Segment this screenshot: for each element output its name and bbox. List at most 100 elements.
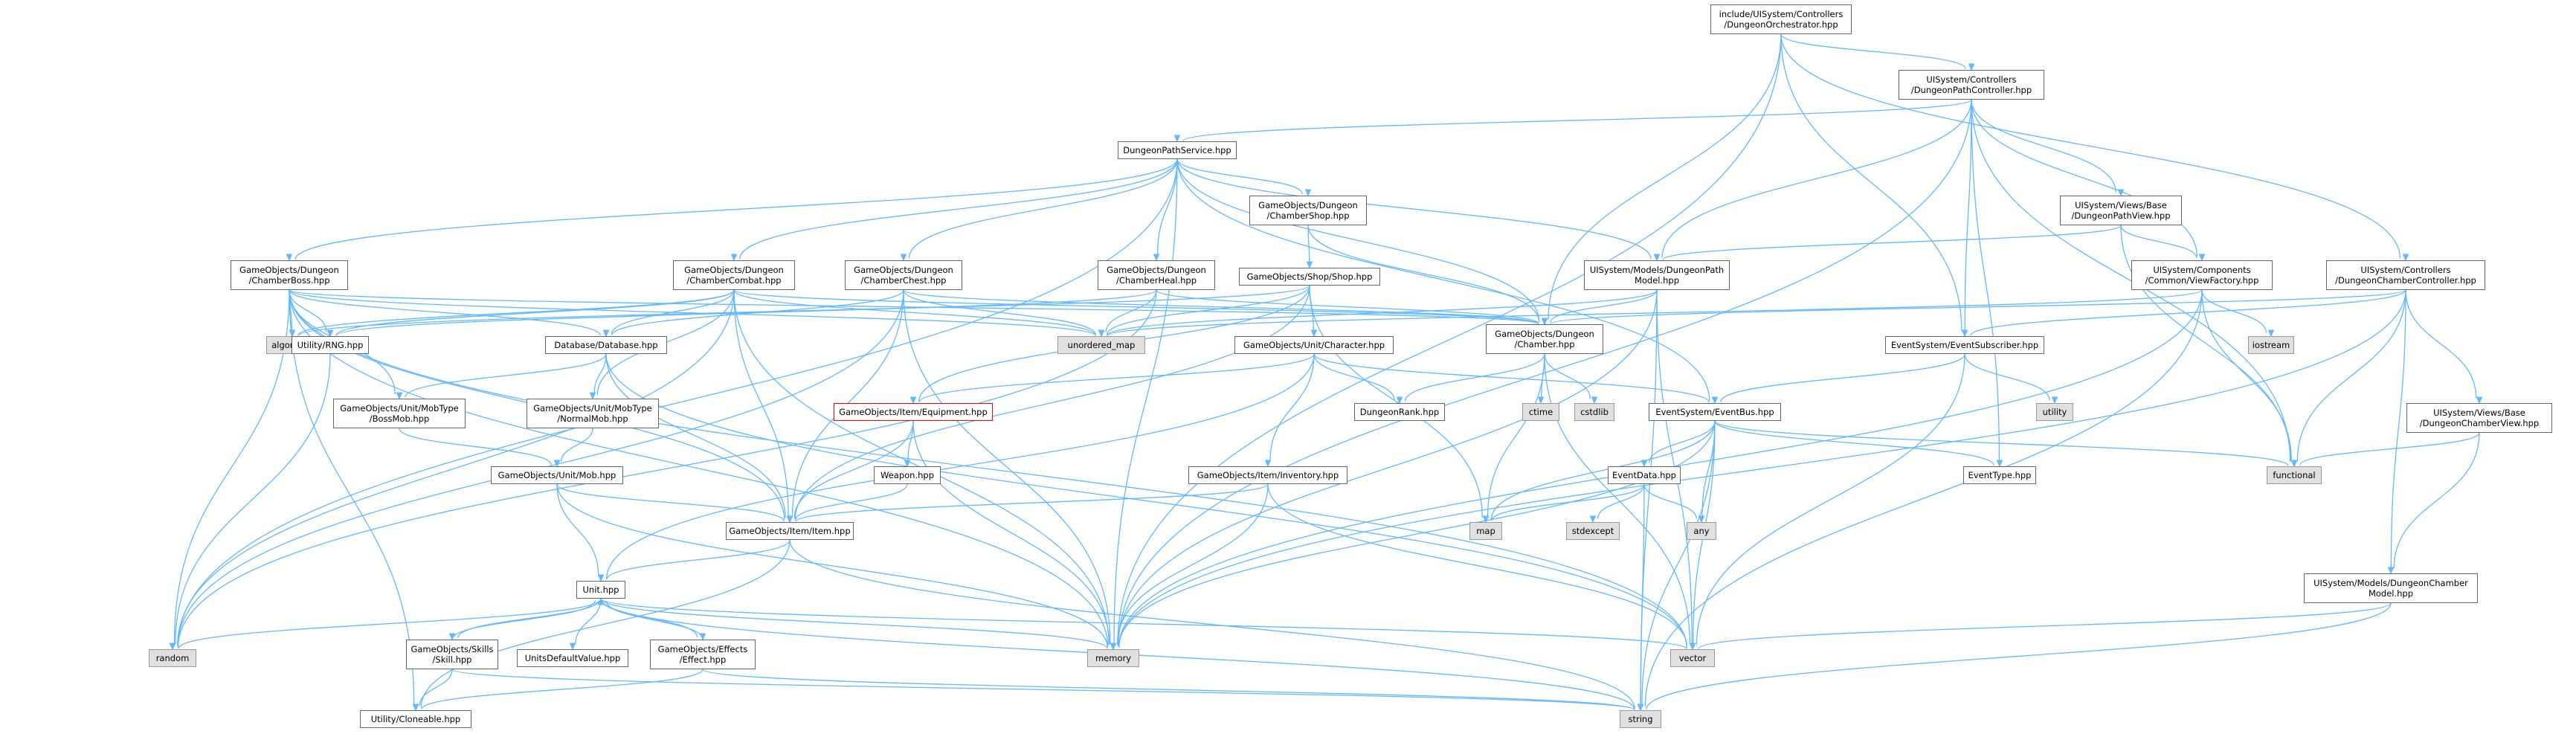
node-chamber-boss[interactable]: GameObjects/Dungeon/ChamberBoss.hpp — [231, 260, 348, 290]
edge-effect-to-string — [702, 669, 1635, 711]
edge-database-to-normalmob — [593, 353, 607, 393]
node-chamber-combat[interactable]: GameObjects/Dungeon/ChamberCombat.hpp — [673, 260, 795, 290]
edge-viewfactory-to-iostream — [2201, 289, 2267, 333]
edge-chboss-to-random — [173, 289, 290, 644]
node-boss-mob[interactable]: GameObjects/Unit/MobType/BossMob.hpp — [333, 399, 466, 428]
edge-eventbus-to-memory — [1118, 420, 1716, 648]
node-iostream: iostream — [2248, 336, 2294, 354]
node-equipment[interactable]: GameObjects/Item/Equipment.hpp — [834, 403, 993, 421]
node-random: random — [149, 649, 196, 667]
arrowhead-dcc-to-subscriber — [1961, 329, 1968, 338]
edge-viewfactory-to-functional — [2201, 289, 2292, 461]
arrowhead-inventory-to-item — [786, 515, 793, 524]
edge-dcc-to-memory — [1118, 289, 2406, 648]
edge-dps-to-chcombat — [739, 158, 1178, 260]
edge-chamberview-to-chambermodel — [2393, 432, 2480, 569]
edge-chshop-to-shop — [1307, 225, 1310, 263]
node-any: any — [1687, 522, 1716, 540]
edge-chchest-to-memory — [903, 289, 1111, 645]
node-chamber-chest[interactable]: GameObjects/Dungeon/ChamberChest.hpp — [845, 260, 962, 290]
node-dungeon-path-service[interactable]: DungeonPathService.hpp — [1118, 141, 1237, 159]
node-view-factory[interactable]: UISystem/Components/Common/ViewFactory.h… — [2131, 260, 2273, 290]
arrowhead-pathmodel-to-umap — [1098, 329, 1105, 338]
arrowhead-shop-to-character — [1310, 329, 1318, 338]
edge-dps-to-random — [177, 158, 1178, 647]
node-chamber-heal[interactable]: GameObjects/Dungeon/ChamberHeal.hpp — [1098, 260, 1215, 290]
node-event-bus[interactable]: EventSystem/EventBus.hpp — [1649, 403, 1781, 421]
arrowhead-viewfactory-to-iostream — [2267, 329, 2275, 338]
edge-eventbus-to-functional — [1714, 420, 2289, 466]
arrowhead-dpc-to-dps — [1173, 135, 1181, 143]
edge-chcombat-to-database — [611, 289, 735, 335]
node-event-type[interactable]: EventType.hpp — [1963, 466, 2036, 484]
arrowhead-effect-to-unit — [597, 597, 605, 605]
edge-dps-to-chshop — [1176, 158, 1303, 195]
arrowhead-pathview-to-pathmodel — [1653, 254, 1661, 262]
arrowhead-chamber-to-ctime — [1537, 396, 1545, 405]
arrowhead-effect-to-string — [1637, 704, 1644, 712]
node-event-subscriber[interactable]: EventSystem/EventSubscriber.hpp — [1885, 336, 2044, 354]
edge-dps-to-eventbus — [1176, 158, 1710, 401]
edge-chamber-to-dungeonrank — [1404, 353, 1545, 402]
edge-database-to-item — [605, 353, 786, 518]
arrowhead-eventbus-to-eventtype — [1996, 460, 2003, 468]
node-mob[interactable]: GameObjects/Unit/Mob.hpp — [491, 466, 623, 484]
node-event-data[interactable]: EventData.hpp — [1608, 466, 1681, 484]
arrowhead-shop-to-algorithm — [289, 329, 296, 338]
node-skill[interactable]: GameObjects/Skills/Skill.hpp — [406, 640, 498, 669]
node-utility: utility — [2036, 403, 2073, 421]
node-chamber-shop[interactable]: GameObjects/Dungeon/ChamberShop.hpp — [1249, 196, 1367, 225]
edge-chamber-to-cstdlib — [1544, 353, 1591, 399]
node-character[interactable]: GameObjects/Unit/Character.hpp — [1234, 336, 1394, 354]
node-item[interactable]: GameObjects/Item/Item.hpp — [726, 522, 854, 540]
edge-chboss-to-memory — [289, 289, 1109, 647]
node-unit[interactable]: Unit.hpp — [576, 581, 625, 599]
edge-unit-to-memory — [600, 598, 1108, 649]
edge-eventbus-to-any — [1701, 420, 1716, 517]
node-cstdlib: cstdlib — [1574, 403, 1614, 421]
arrowhead-dcc-to-chamberview — [2476, 396, 2483, 405]
edge-shop-to-umap — [1107, 285, 1310, 335]
edge-dps-to-chchest — [908, 158, 1178, 259]
edge-chcombat-to-random — [177, 289, 735, 646]
edge-inventory-to-memory — [1116, 483, 1269, 646]
node-dungeon-rank[interactable]: DungeonRank.hpp — [1354, 403, 1445, 421]
node-database[interactable]: Database/Database.hpp — [545, 336, 667, 354]
edge-skill-to-cloneable — [419, 669, 453, 706]
edge-subscriber-to-vector — [1696, 353, 1965, 646]
node-cloneable[interactable]: Utility/Cloneable.hpp — [360, 710, 471, 728]
edge-dcc-to-functional — [2296, 289, 2406, 462]
node-inventory[interactable]: GameObjects/Item/Inventory.hpp — [1188, 466, 1347, 484]
node-dungeon-orchestrator: include/UISystem/Controllers/DungeonOrch… — [1710, 4, 1852, 34]
node-dungeon-chamber-view[interactable]: UISystem/Views/Base/DungeonChamberView.h… — [2406, 403, 2552, 433]
node-dungeon-path-controller[interactable]: UISystem/Controllers/DungeonPathControll… — [1899, 70, 2044, 100]
arrowhead-subscriber-to-eventbus — [1711, 396, 1719, 405]
node-effect[interactable]: GameObjects/Effects/Effect.hpp — [650, 640, 756, 669]
arrowhead-pathview-to-viewfactory — [2198, 254, 2206, 262]
node-dungeon-chamber-controller[interactable]: UISystem/Controllers/DungeonChamberContr… — [2326, 260, 2485, 290]
node-dungeon-path-view[interactable]: UISystem/Views/Base/DungeonPathView.hpp — [2060, 196, 2182, 225]
node-vector: vector — [1670, 649, 1715, 667]
edge-chchest-to-umap — [903, 289, 1096, 335]
edge-database-to-vector — [605, 353, 1687, 648]
edge-normalmob-to-mob — [560, 428, 593, 463]
arrowhead-chamber-to-cstdlib — [1591, 396, 1598, 405]
node-chamber[interactable]: GameObjects/Dungeon/Chamber.hpp — [1486, 324, 1603, 354]
edge-skill-to-unit — [451, 599, 596, 640]
edge-character-to-eventbus — [1313, 353, 1710, 403]
node-weapon[interactable]: Weapon.hpp — [874, 466, 941, 484]
node-shop[interactable]: GameObjects/Shop/Shop.hpp — [1239, 268, 1380, 286]
edge-chambermodel-to-vector — [1698, 602, 2392, 650]
node-rng[interactable]: Utility/RNG.hpp — [292, 336, 369, 354]
edge-unit-to-skill — [457, 598, 602, 639]
edge-weapon-to-item — [794, 483, 908, 521]
node-normal-mob[interactable]: GameObjects/Unit/MobType/NormalMob.hpp — [527, 399, 659, 428]
edge-chshop-to-chamber — [1307, 225, 1540, 322]
arrowhead-eventdata-to-any — [1698, 515, 1705, 524]
node-units-default-value[interactable]: UnitsDefaultValue.hpp — [517, 649, 628, 667]
edge-chheal-to-chamber — [1156, 289, 1539, 324]
edge-chamber-to-vector — [1544, 353, 1691, 644]
